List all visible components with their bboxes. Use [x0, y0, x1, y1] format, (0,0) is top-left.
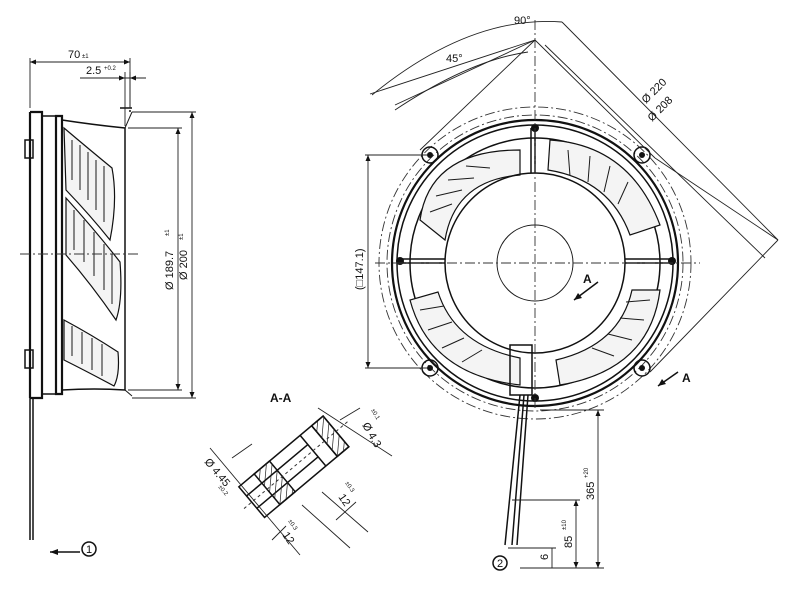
section-mark-upper: A — [583, 272, 592, 286]
front-view: 90° 45° Ø 220 Ø 208 (□147.1) A A 365 +20… — [354, 15, 779, 571]
strip-end: 6 — [539, 554, 551, 560]
dim-inner-dia: Ø 189.7 — [164, 251, 176, 290]
angle-90: 90° — [514, 15, 531, 27]
dim-depth-label: 70 — [68, 49, 80, 61]
dim-outer-dia-tol: ±1 — [179, 233, 185, 240]
callout-1: 1 — [86, 544, 92, 556]
dim-depth-tol: ±1 — [82, 54, 89, 60]
callout-2: 2 — [497, 558, 503, 570]
dim-hole-a: Ø 4.3 — [359, 421, 383, 450]
dim-thick-a: 12 — [336, 492, 353, 509]
lead-length-tol: +20 — [584, 467, 590, 478]
section-title: A-A — [270, 391, 292, 405]
lead-length: 365 — [585, 482, 597, 500]
dim-square: (□147.1) — [354, 249, 366, 291]
dim-hole-b: Ø 4.45 — [202, 456, 232, 489]
side-view: 70 ±1 2.5 +0.2 Ø 189.7 ±1 Ø 200 ±1 1 — [20, 49, 196, 557]
dim-thick-b-tol: ±0.3 — [286, 519, 298, 533]
section-mark-lower: A — [682, 371, 691, 385]
dim-flange-label: 2.5 — [86, 65, 101, 77]
dim-flange-tol: +0.2 — [104, 66, 117, 72]
strip-length: 85 — [563, 536, 575, 548]
dim-thick-b: 12 — [280, 530, 297, 547]
dim-inner-dia-tol: ±1 — [165, 229, 171, 236]
dim-hole-b-tol: ±0.2 — [216, 484, 229, 497]
dim-thick-a-tol: ±0.3 — [343, 481, 355, 495]
strip-length-tol: ±10 — [562, 519, 568, 530]
dim-hole-a-tol: ±0.1 — [369, 408, 380, 422]
section-view: A-A Ø 4.3 ±0.1 Ø 4.45 ±0.2 12 ±0.3 12 ±0… — [202, 391, 393, 556]
dim-outer-dia: Ø 200 — [178, 250, 190, 280]
angle-45: 45° — [446, 53, 463, 65]
